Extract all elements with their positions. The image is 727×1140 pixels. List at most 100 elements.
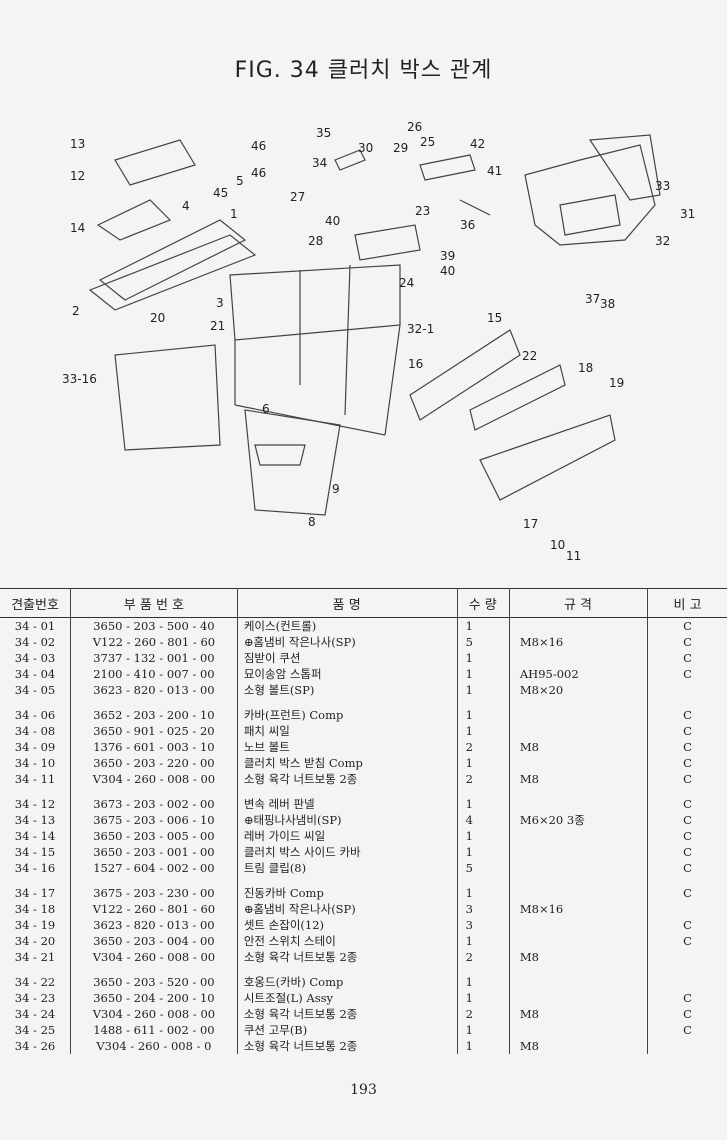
table-cell: 3650 - 203 - 005 - 00 (70, 828, 238, 844)
table-cell: 3650 - 204 - 200 - 10 (70, 990, 238, 1006)
table-cell: 클러치 박스 받침 Comp (237, 755, 458, 771)
callout-label: 14 (70, 221, 85, 235)
table-cell: 1 (457, 796, 510, 812)
table-cell: 2 (457, 771, 510, 787)
table-cell: 3673 - 203 - 002 - 00 (70, 796, 238, 812)
header-part-number: 부 품 번 호 (70, 588, 238, 618)
table-cell: 소형 육각 너트보통 2종 (237, 771, 458, 787)
table-cell: 1 (457, 828, 510, 844)
table-cell: 34 - 17 (0, 885, 71, 901)
drawn-part (88, 234, 257, 311)
callout-label: 39 (440, 249, 455, 263)
table-cell (0, 876, 71, 885)
table-cell: 셋트 손잡이(12) (237, 917, 458, 933)
table-cell (648, 787, 727, 796)
table-cell: C (683, 619, 692, 633)
table-cell: 2 (457, 949, 510, 965)
table-cell (0, 698, 71, 707)
table-cell (70, 698, 238, 707)
table-cell (648, 949, 727, 965)
table-cell: 4 (457, 812, 510, 828)
table-cell: C (683, 708, 692, 722)
callout-label: 28 (308, 234, 323, 248)
table-cell: C (683, 635, 692, 649)
table-cell: 34 - 11 (0, 771, 71, 787)
table-cell (648, 698, 727, 707)
table-cell: 1 (457, 885, 510, 901)
table-cell: 1 (457, 755, 510, 771)
callout-label: 46 (251, 166, 266, 180)
table-cell: 3650 - 203 - 220 - 00 (70, 755, 238, 771)
callout-label: 25 (420, 135, 435, 149)
callout-label: 22 (522, 349, 537, 363)
table-cell: C (683, 845, 692, 859)
table-cell: 1 (457, 844, 510, 860)
table-cell (509, 796, 649, 812)
table-cell: 안전 스위치 스테이 (237, 933, 458, 949)
callout-label: 29 (393, 141, 408, 155)
table-cell: 1 (457, 707, 510, 723)
table-cell: 3650 - 203 - 520 - 00 (70, 974, 238, 990)
exploded-parts-diagram: 13 12 14 2 4 5 45 1 3 20 21 46 46 35 34 … (0, 115, 727, 575)
table-cell: V122 - 260 - 801 - 60 (70, 901, 238, 917)
header-index: 견출번호 (0, 588, 71, 618)
callout-label: 16 (408, 357, 423, 371)
table-cell (70, 787, 238, 796)
table-cell: 34 - 21 (0, 949, 71, 965)
table-cell: 2100 - 410 - 007 - 00 (70, 666, 238, 682)
table-cell: 쿠션 고무(B) (237, 1022, 458, 1038)
table-cell: 묘이송암 스톱퍼 (237, 666, 458, 682)
callout-label: 37 (585, 292, 600, 306)
table-cell: 34 - 16 (0, 860, 71, 876)
table-cell: 5 (457, 634, 510, 650)
table-cell (509, 617, 649, 634)
table-cell: 34 - 01 (0, 617, 71, 634)
table-cell: 카바(프런트) Comp (237, 707, 458, 723)
table-cell: 소형 육각 너트보통 2종 (237, 1006, 458, 1022)
table-cell (648, 901, 727, 917)
table-cell (509, 917, 649, 933)
table-cell: V304 - 260 - 008 - 00 (70, 949, 238, 965)
table-cell: 1376 - 601 - 003 - 10 (70, 739, 238, 755)
table-cell: 진동카바 Comp (237, 885, 458, 901)
table-cell: 34 - 10 (0, 755, 71, 771)
header-quantity: 수 량 (457, 588, 510, 618)
table-cell (509, 974, 649, 990)
callout-label: 23 (415, 204, 430, 218)
table-cell: 소형 볼트(SP) (237, 682, 458, 698)
table-cell (509, 828, 649, 844)
table-cell: C (683, 1023, 692, 1037)
callout-label: 32 (655, 234, 670, 248)
table-cell (237, 876, 458, 885)
table-cell (509, 1022, 649, 1038)
table-cell: 1 (457, 650, 510, 666)
callout-label: 13 (70, 137, 85, 151)
table-cell: V304 - 260 - 008 - 0 (70, 1038, 238, 1054)
table-cell (648, 876, 727, 885)
table-cell (509, 965, 649, 974)
table-cell: C (683, 740, 692, 754)
table-cell: ⊕홈냄비 작은나사(SP) (237, 901, 458, 917)
table-cell: 5 (457, 860, 510, 876)
table-cell: 1 (457, 990, 510, 1006)
table-cell (509, 698, 649, 707)
callout-label: 35 (316, 126, 331, 140)
table-cell: 1 (457, 723, 510, 739)
callout-label: 33-16 (62, 372, 97, 386)
table-cell: 34 - 13 (0, 812, 71, 828)
table-cell (509, 885, 649, 901)
table-cell (70, 965, 238, 974)
callout-label: 8 (308, 515, 316, 529)
table-row (0, 965, 727, 974)
table-cell: C (683, 724, 692, 738)
table-cell (70, 876, 238, 885)
callout-label: 6 (262, 402, 270, 416)
table-cell: V122 - 260 - 801 - 60 (70, 634, 238, 650)
